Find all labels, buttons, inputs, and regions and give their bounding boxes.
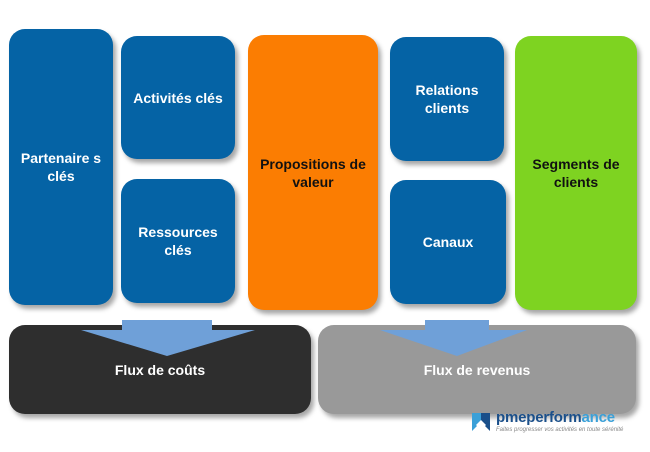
ressources-cles-block: Ressources clés <box>121 179 235 303</box>
relations-clients-label: Relations clients <box>415 82 479 116</box>
logo-tagline: Faites progresser vos activités en toute… <box>496 427 624 433</box>
partenaires-cles-block: Partenaire s clés <box>9 29 113 305</box>
activites-cles-block: Activités clés <box>121 36 235 159</box>
segments-clients-label: Segments de clients <box>532 156 620 190</box>
logo-wordmark: pmeperformance <box>496 409 615 426</box>
revenus-arrow-icon <box>380 320 527 356</box>
couts-arrow-icon <box>81 320 255 356</box>
couts-arrow-shape <box>81 320 255 356</box>
ressources-cles-label: Ressources clés <box>138 224 218 258</box>
pmeperformance-logo: pmeperformance Faites progresser vos act… <box>470 409 645 439</box>
propositions-valeur-label: Propositions de valeur <box>260 155 366 190</box>
propositions-valeur-block: Propositions de valeur <box>248 35 378 310</box>
revenus-arrow-shape <box>380 320 527 356</box>
activites-cles-label: Activités clés <box>133 89 223 106</box>
segments-clients-block: Segments de clients <box>515 36 637 310</box>
canaux-block: Canaux <box>390 180 506 304</box>
canaux-label: Canaux <box>422 234 474 250</box>
logo-brand-c: ance <box>581 409 616 426</box>
flux-revenus-label: Flux de revenus <box>423 361 531 378</box>
logo-brand-a: pme <box>496 409 527 426</box>
pme-logo-icon <box>472 413 490 431</box>
relations-clients-block: Relations clients <box>390 37 504 161</box>
partenaires-cles-label: Partenaire s clés <box>20 150 102 184</box>
logo-brand-b: perform <box>526 409 582 426</box>
flux-couts-label: Flux de coûts <box>114 361 206 378</box>
